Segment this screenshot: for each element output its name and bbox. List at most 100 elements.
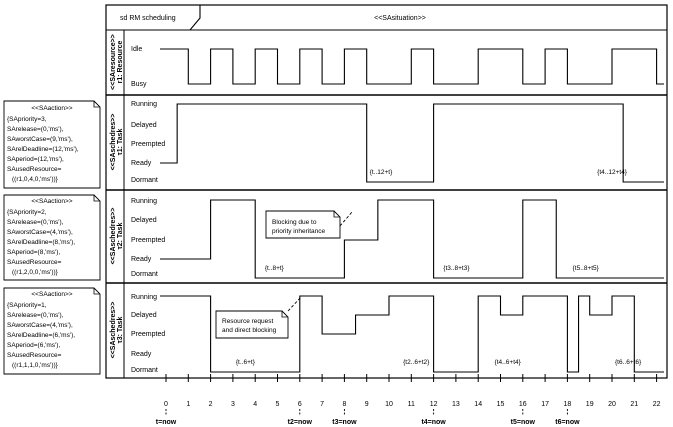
action-line: SAusedResource= (7, 259, 62, 266)
wave-annotation: {t4..12+t4} (597, 169, 628, 176)
state-label: Delayed (131, 312, 157, 319)
frame-tab-label: sd RM scheduling (120, 15, 176, 22)
axis-tick-label: 22 (653, 401, 661, 408)
note-blocking: Blocking due to priority inheritance (265, 210, 353, 239)
action-stereotype: <<SAaction>> (31, 291, 72, 298)
action-line: SArelease=(0,'ms'), (7, 312, 64, 319)
action-line: {SApriority=3, (7, 116, 47, 123)
state-label: Dormant (131, 271, 158, 278)
action-box-task1: <<SAaction>> {SApriority=3, SArelease=(0… (3, 100, 101, 189)
task2-state-line (160, 199, 664, 279)
axis-marker-label: t4=now (421, 419, 446, 426)
action-box-task3: <<SAaction>> {SApriority=1, SArelease=(0… (3, 287, 101, 375)
axis-tick-label: 19 (586, 401, 594, 408)
action-line: SAworstCase=(4,'ms'), (7, 229, 73, 236)
state-label: Idle (131, 46, 142, 53)
state-label: Delayed (131, 122, 157, 129)
wave-annotation: {t6..6+t6} (615, 359, 642, 366)
note-text: priority inheritance (272, 228, 325, 235)
axis-tick-label: 11 (408, 401, 415, 408)
wave-annotation: {t..8+t} (265, 265, 285, 272)
lane-stereotype: <<SAschedres>> (110, 208, 117, 265)
action-line: SArelDeadline=(8,'ms'), (7, 239, 75, 246)
action-line: SAusedResource= (7, 166, 62, 173)
axis-tick-label: 5 (276, 401, 280, 408)
state-label: Delayed (131, 217, 157, 224)
action-line: ((r1,0,4,0,'ms'))} (12, 176, 59, 183)
axis-marker-label: t=now (156, 419, 177, 426)
axis-tick-label: 4 (253, 401, 257, 408)
axis-tick-label: 6 (298, 401, 302, 408)
state-label: Preempted (131, 141, 165, 148)
axis-tick-label: 3 (231, 401, 235, 408)
lane-name: τ1: Task (117, 129, 124, 156)
axis-tick-label: 12 (430, 401, 438, 408)
axis-tick-label: 14 (474, 401, 482, 408)
action-line: SAperiod=(12,'ms'), (7, 156, 64, 163)
wave-annotation: {t4..6+t4} (495, 359, 522, 366)
axis-tick-label: 18 (564, 401, 572, 408)
state-label: Ready (131, 160, 152, 167)
state-label: Preempted (131, 331, 165, 338)
wave-annotation: {t2..6+t2} (403, 359, 430, 366)
note-connector (287, 295, 303, 312)
state-label: Running (131, 101, 157, 108)
axis-tick-label: 20 (608, 401, 616, 408)
state-label: Ready (131, 256, 152, 263)
axis-tick-label: 16 (519, 401, 527, 408)
frame-border (105, 4, 668, 379)
frame-stereotype: <<SAsituation>> (374, 15, 426, 22)
note-text: Blocking due to (272, 219, 317, 226)
lane-name: r1: Resource (117, 40, 124, 83)
action-stereotype: <<SAaction>> (31, 105, 72, 112)
action-line: SAworstCase=(4,'ms'), (7, 322, 73, 329)
axis-marker-label: t6=now (555, 419, 580, 426)
action-line: SAperiod=(8,'ms'), (7, 249, 60, 256)
action-line: ((r1,1,1,0,'ms'))} (12, 362, 59, 369)
action-line: ((r1,2,0,0,'ms'))} (12, 269, 59, 276)
lane-stereotype: <<SAschedres>> (110, 302, 117, 359)
axis-tick-label: 10 (385, 401, 393, 408)
axis-tick-label: 17 (541, 401, 549, 408)
axis-tick-label: 0 (164, 401, 168, 408)
action-line: SArelDeadline=(12,'ms'), (7, 146, 79, 153)
action-line: SAusedResource= (7, 352, 62, 359)
axis-marker-label: t3=now (332, 419, 357, 426)
axis-tick-label: 1 (186, 401, 190, 408)
note-resource-request: Resource request and direct blocking (215, 295, 303, 339)
state-label: Dormant (131, 177, 158, 184)
state-label: Dormant (131, 367, 158, 374)
lane-stereotype: <<SAschedres>> (110, 114, 117, 171)
action-line: SArelDeadline=(6,'ms'), (7, 332, 75, 339)
state-label: Ready (131, 351, 152, 358)
lane-name: τ3: Task (117, 317, 124, 344)
lane-stereotype: <<SAresource>> (110, 34, 117, 90)
wave-annotation: {t..6+t} (236, 359, 256, 366)
wave-annotation: {t3..8+t3} (443, 265, 470, 272)
axis-tick-label: 7 (320, 401, 324, 408)
axis-tick-label: 13 (452, 401, 460, 408)
action-stereotype: <<SAaction>> (31, 198, 72, 205)
action-line: {SApriority=1, (7, 302, 47, 309)
task1-state-line (160, 103, 664, 183)
action-line: SAworstCase=(9,'ms'), (7, 136, 73, 143)
action-box-task2: <<SAaction>> {SApriority=2, SArelease=(0… (3, 194, 101, 281)
note-text: and direct blocking (222, 327, 277, 334)
action-line: SArelease=(0,'ms'), (7, 126, 64, 133)
axis-tick-label: 15 (497, 401, 505, 408)
action-line: SArelease=(0,'ms'), (7, 219, 64, 226)
note-connector (339, 211, 353, 227)
wave-annotation: {t..12+t} (370, 169, 393, 176)
axis-marker-label: t2=now (288, 419, 313, 426)
task3-state-line (160, 295, 664, 373)
axis-tick-label: 2 (209, 401, 213, 408)
action-line: {SApriority=2, (7, 209, 47, 216)
wave-labels: {t..12+t} {t4..12+t4} {t..8+t} {t3..8+t3} {t… (236, 169, 642, 366)
note-text: Resource request (222, 318, 273, 325)
state-label: Running (131, 294, 157, 301)
state-label: Preempted (131, 237, 165, 244)
action-line: SAperiod=(6,'ms'), (7, 342, 60, 349)
